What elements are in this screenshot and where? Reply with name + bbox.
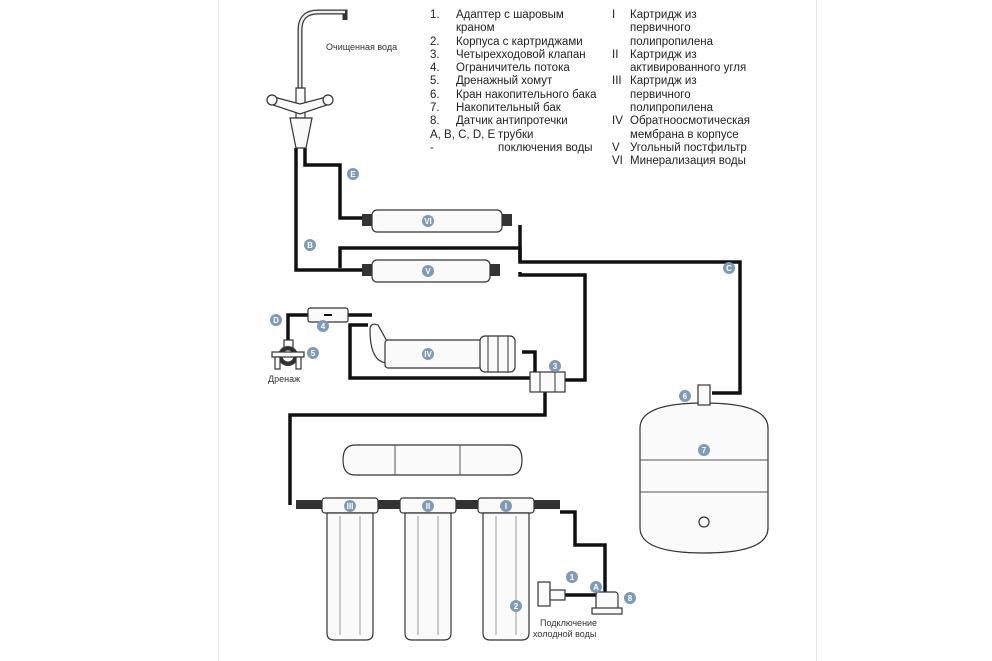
- svg-text:E: E: [350, 170, 356, 179]
- faucet: [266, 9, 348, 149]
- tube-membrane-loop: [348, 323, 530, 380]
- svg-text:C: C: [726, 264, 732, 273]
- legend-key: 1.: [430, 9, 440, 21]
- badge-mineralizer-vi: VI: [422, 215, 434, 227]
- badge-4: 4: [317, 320, 329, 332]
- badge-8: 8: [624, 592, 636, 604]
- badge-cartridge-ii: II: [422, 500, 434, 512]
- badge-cartridge-iii: III: [344, 500, 356, 512]
- cold-water-label-2: холодной воды: [533, 629, 596, 639]
- flow-restrictor: [307, 307, 349, 323]
- svg-text:VI: VI: [424, 217, 432, 226]
- legend-text: Минерализация воды: [630, 155, 746, 168]
- legend-key: 7.: [430, 102, 440, 115]
- legend-text: Кран накопительного бака: [456, 88, 597, 101]
- badge-postfilter-v: V: [422, 265, 434, 277]
- badge-b: B: [304, 239, 316, 251]
- legend-key: A, B, C, D, E -: [430, 128, 496, 154]
- tubes: [286, 148, 742, 597]
- badge-5: 5: [307, 347, 319, 359]
- legend-key: 5.: [430, 75, 440, 88]
- legend-components: 1. Адаптер с шаровым краном 2. Корпуса с к…: [430, 9, 600, 155]
- svg-text:III: III: [347, 502, 354, 511]
- legend-text: Корпуса с картриджами: [456, 35, 583, 48]
- badge-3: 3: [549, 360, 561, 372]
- tube-membrane-out: [522, 350, 537, 372]
- legend-text: Четырехходовой клапан: [456, 48, 586, 61]
- ball-valve-adapter: [537, 581, 566, 607]
- cartridge-housing-ii: [378, 497, 457, 641]
- svg-text:4: 4: [321, 322, 326, 331]
- mounting-bracket: [342, 444, 523, 476]
- svg-text:3: 3: [553, 362, 558, 371]
- membrane-housing-iv: [369, 323, 516, 373]
- legend-key: I: [612, 9, 616, 21]
- tube-v-to-valve: [518, 272, 587, 382]
- drain-label: Дренаж: [268, 374, 300, 384]
- tube-e: [303, 148, 368, 220]
- badge-7: 7: [698, 444, 710, 456]
- svg-text:A: A: [593, 583, 599, 592]
- postfilter-vi: [362, 209, 512, 233]
- badge-d: D: [270, 314, 282, 326]
- legend-key: 2.: [430, 35, 440, 48]
- legend-text: Ограничитель потока: [456, 62, 570, 75]
- legend-key: II: [612, 48, 619, 61]
- legend-text: Дренажный хомут: [456, 75, 553, 88]
- svg-text:II: II: [426, 502, 430, 511]
- legend-text: Обратноосмотическая мембрана в корпусе: [630, 115, 751, 141]
- badge-c: C: [723, 262, 735, 274]
- legend-text: Угольный постфильтр: [630, 141, 747, 154]
- legend-cartridges: I Картридж из первичного полипропилена II…: [612, 9, 772, 169]
- cold-water-label: Подключение: [540, 618, 597, 628]
- svg-text:6: 6: [683, 392, 688, 401]
- legend-text: Датчик антипротечки: [456, 115, 568, 128]
- badge-membrane-iv: IV: [422, 348, 434, 360]
- legend-text: Картридж из первичного полипропилена: [630, 75, 714, 115]
- badge-2: 2: [510, 600, 522, 612]
- badge-cartridge-i: I: [500, 500, 512, 512]
- legend-key: 6.: [430, 88, 440, 101]
- svg-text:V: V: [425, 267, 431, 276]
- legend-key: VI: [612, 155, 623, 168]
- page-frame: [218, 0, 817, 661]
- tube-a: [560, 510, 607, 595]
- badge-6: 6: [679, 390, 691, 402]
- tube-c: [518, 225, 742, 395]
- badge-1: 1: [566, 571, 578, 583]
- tube-b: [294, 148, 368, 272]
- legend-key: III: [612, 75, 622, 88]
- legend-text: Адаптер с шаровым краном: [456, 9, 564, 35]
- legend-key: IV: [612, 115, 623, 128]
- legend-text: Картридж из первичного полипропилена: [630, 9, 714, 48]
- svg-text:B: B: [307, 241, 313, 250]
- svg-text:2: 2: [514, 602, 519, 611]
- svg-text:8: 8: [628, 594, 633, 603]
- badge-e: E: [347, 168, 359, 180]
- legend-key: 4.: [430, 62, 440, 75]
- legend-text: трубки поключения воды: [498, 128, 593, 154]
- svg-text:I: I: [505, 502, 507, 511]
- legend-key: V: [612, 141, 620, 154]
- svg-text:IV: IV: [424, 350, 432, 359]
- badge-a: A: [590, 581, 602, 593]
- legend-key: 8.: [430, 115, 440, 128]
- legend-text: Картридж из активированного угля: [630, 48, 747, 75]
- svg-text:1: 1: [570, 573, 575, 582]
- svg-text:7: 7: [702, 446, 707, 455]
- svg-text:D: D: [273, 316, 279, 325]
- four-way-valve: [529, 371, 566, 393]
- drain-saddle: [271, 339, 305, 370]
- tube-feed: [288, 392, 547, 505]
- leak-sensor: [591, 591, 623, 615]
- svg-text:5: 5: [311, 349, 316, 358]
- legend-text: Накопительный бак: [456, 102, 561, 115]
- cartridge-housing-iii: [296, 497, 379, 641]
- storage-tank: [639, 384, 769, 554]
- clean-water-label: Очищенная вода: [326, 42, 397, 52]
- legend-key: 3.: [430, 48, 440, 61]
